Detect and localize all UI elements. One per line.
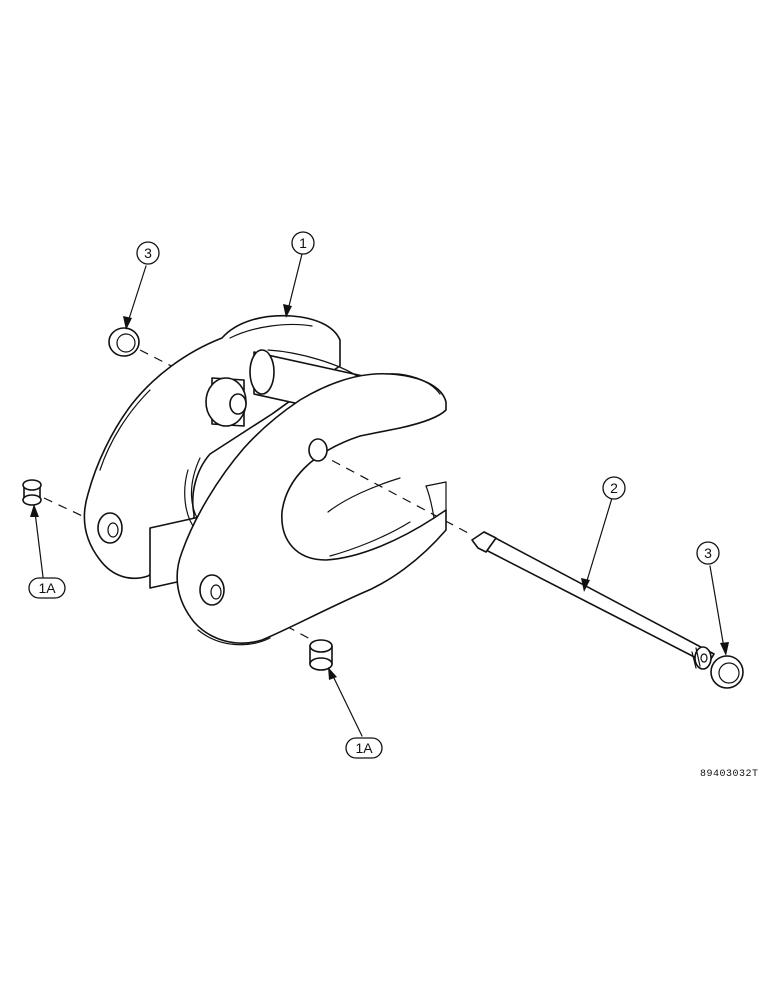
- callout-2-label: 2: [610, 480, 618, 496]
- retaining-ring-right-part-3: [710, 655, 744, 689]
- callout-3-right: 3: [696, 541, 720, 565]
- yoke-bracket-part-1: [83, 314, 447, 646]
- leader-lines: [30, 253, 729, 737]
- callout-1: 1: [291, 231, 315, 255]
- figure-code: 89403032T: [700, 769, 759, 780]
- callout-1a-bottom: 1A: [345, 737, 383, 759]
- callout-1-label: 1: [299, 235, 307, 251]
- callout-2: 2: [602, 476, 626, 500]
- retaining-ring-left-part-3: [108, 327, 140, 357]
- callout-3-left: 3: [136, 241, 160, 265]
- callout-1a-left-label: 1A: [38, 580, 56, 596]
- callout-3-right-label: 3: [704, 545, 712, 561]
- callout-3-left-label: 3: [144, 245, 152, 261]
- callout-1a-bottom-label: 1A: [355, 740, 373, 756]
- bushing-left-part-1a: [22, 479, 42, 506]
- bushing-bottom-part-1a: [309, 639, 333, 671]
- pin-part-2: [471, 531, 715, 670]
- callout-1a-left: 1A: [28, 577, 66, 599]
